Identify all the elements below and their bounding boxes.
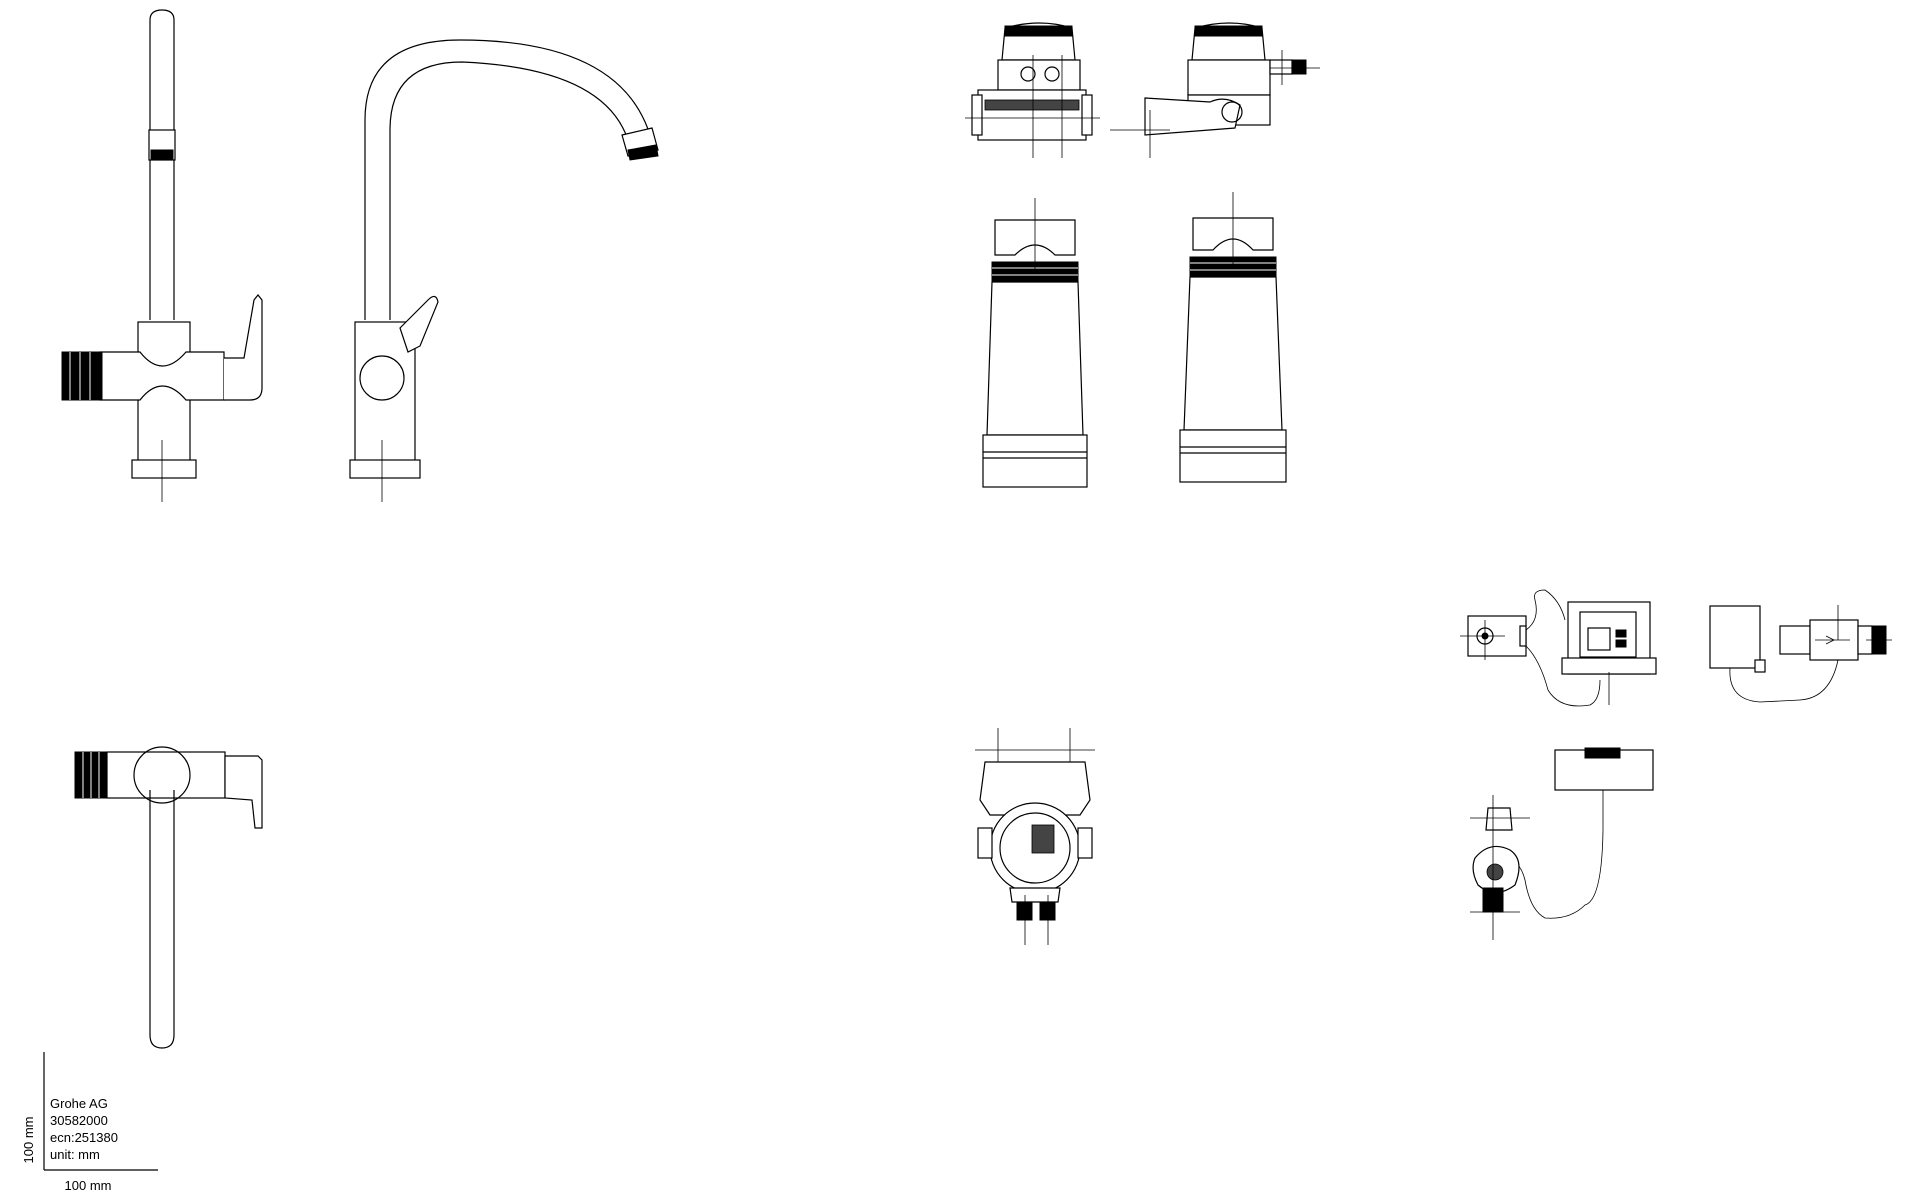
flow-meter-with-display-front bbox=[1460, 589, 1657, 707]
title-block: Grohe AG 30582000 ecn:251380 unit: mm bbox=[50, 1096, 118, 1162]
filter-head-top-view bbox=[975, 728, 1095, 945]
faucet-front-view bbox=[61, 9, 263, 502]
filter-cartridge-front bbox=[982, 198, 1088, 488]
flow-meter-with-display-side bbox=[1470, 747, 1654, 940]
flow-meter-side-view bbox=[1709, 605, 1892, 703]
filter-head-front-view bbox=[965, 22, 1100, 158]
unit-label: unit: mm bbox=[50, 1147, 100, 1162]
scale-bar-vertical-label: 100 mm bbox=[21, 1117, 36, 1164]
article-number: 30582000 bbox=[50, 1113, 108, 1128]
faucet-top-view bbox=[74, 746, 263, 1049]
scale-bar: 100 mm 100 mm bbox=[21, 1052, 158, 1193]
scale-bar-horizontal-label: 100 mm bbox=[65, 1178, 112, 1193]
ecn-number: ecn:251380 bbox=[50, 1130, 118, 1145]
company-name: Grohe AG bbox=[50, 1096, 108, 1111]
faucet-side-view bbox=[349, 39, 659, 502]
filter-head-side-view bbox=[1110, 22, 1320, 158]
filter-cartridge-side bbox=[1179, 192, 1287, 483]
